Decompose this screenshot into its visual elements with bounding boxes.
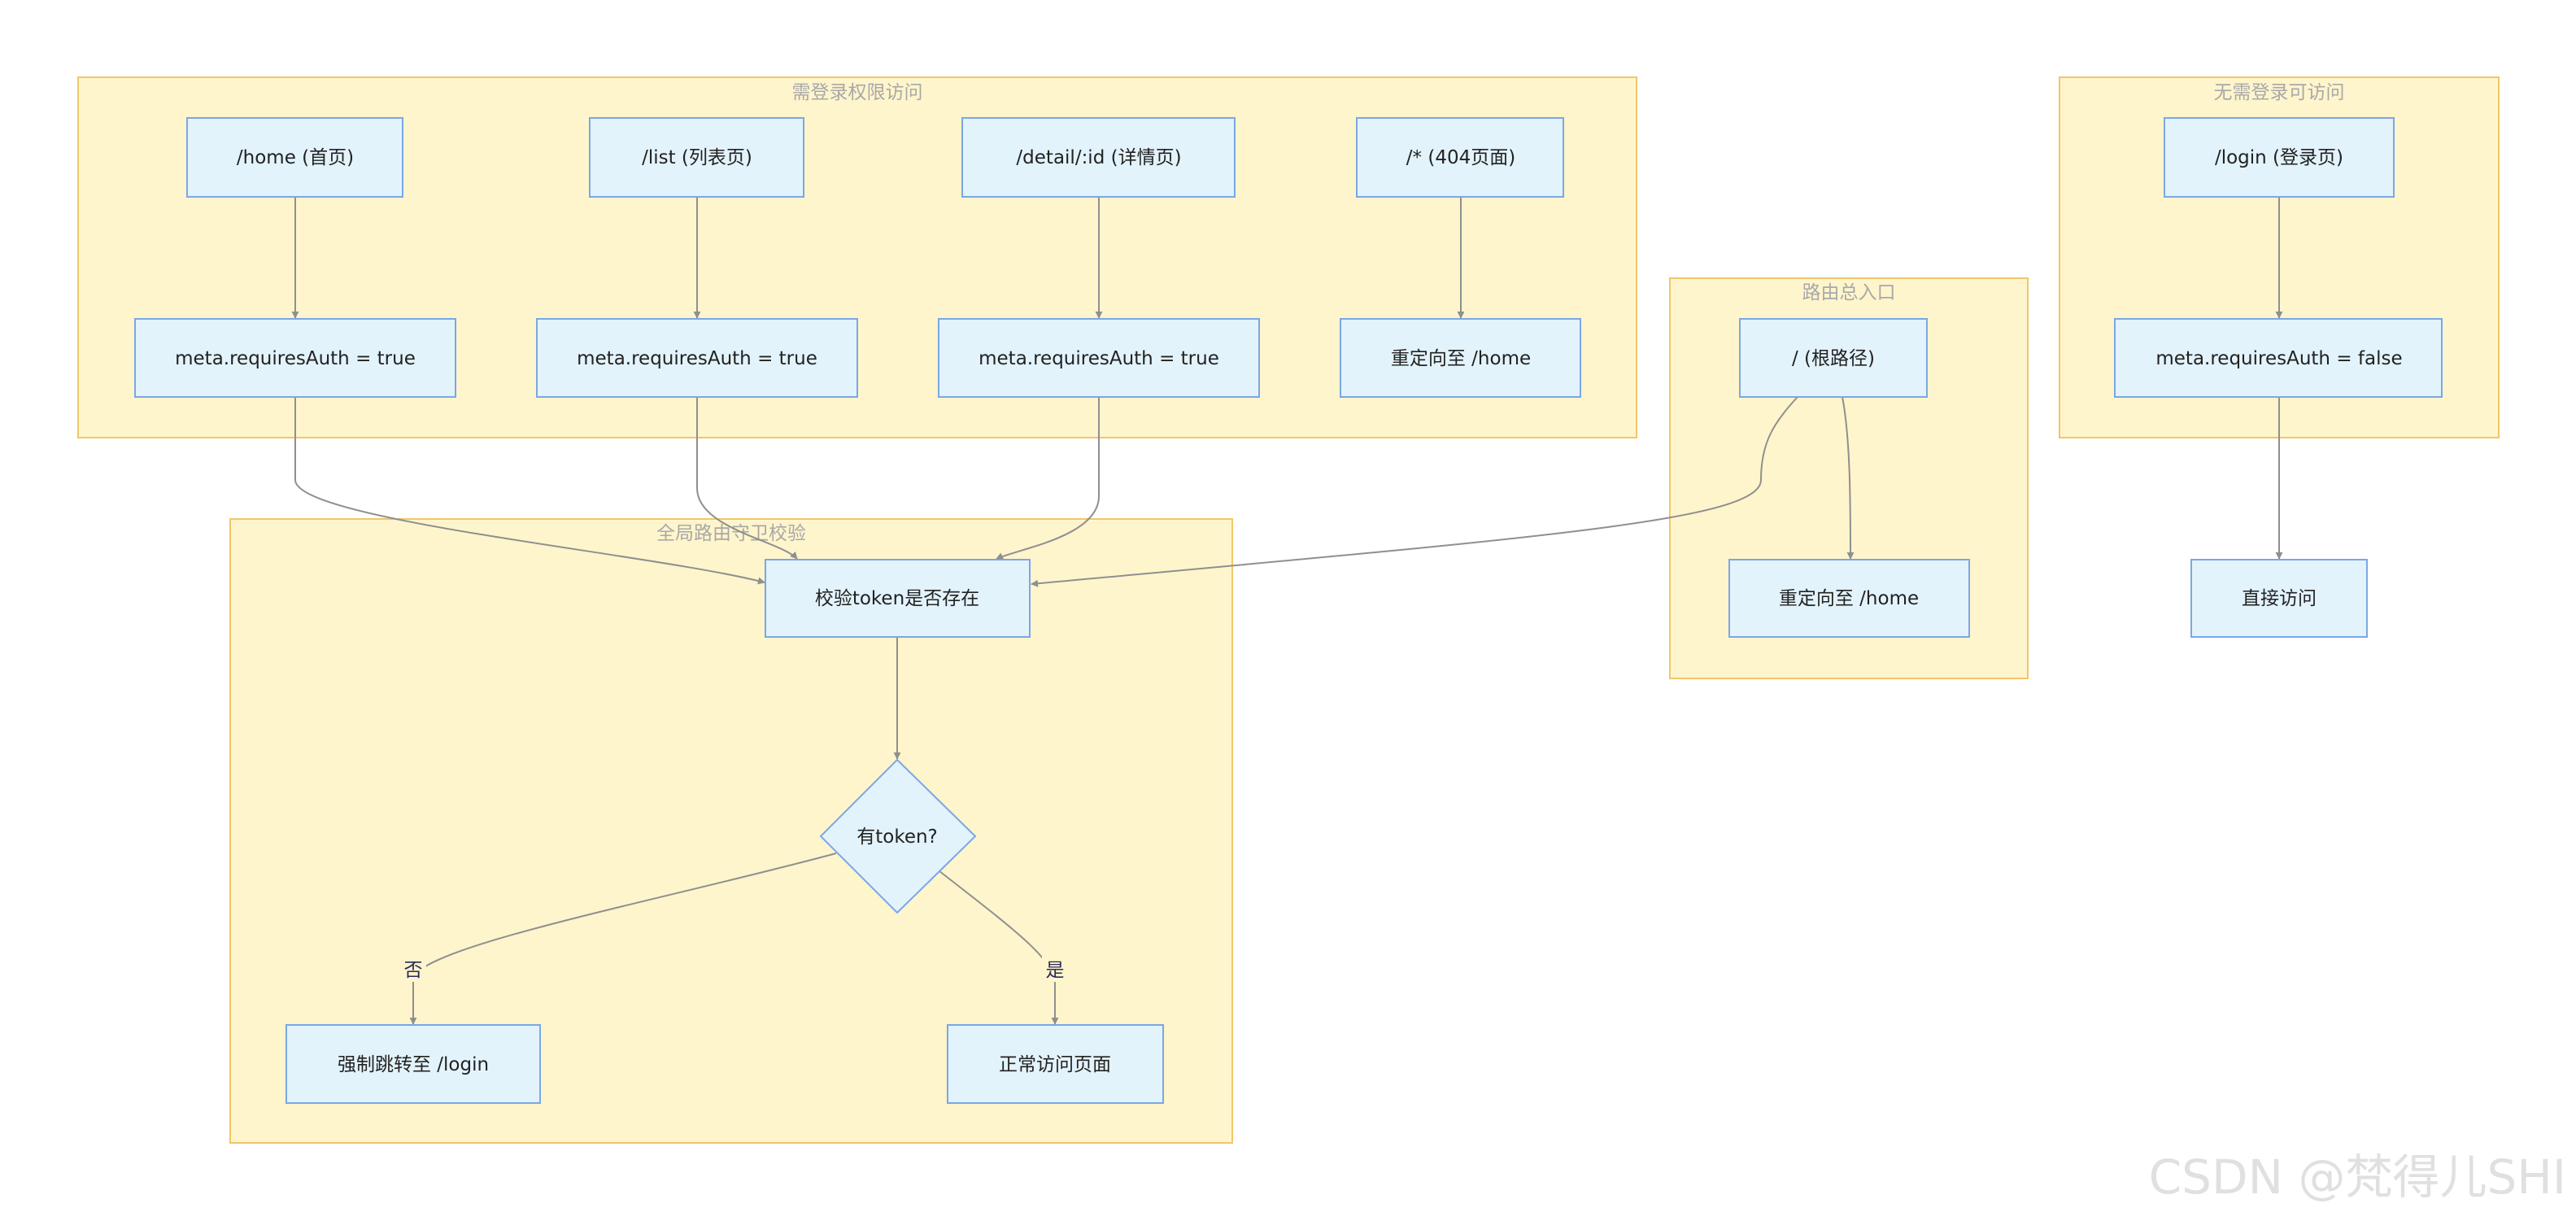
node-normal-access[interactable]: 正常访问页面 xyxy=(947,1024,1164,1104)
node-home[interactable]: /home (首页) xyxy=(186,117,403,198)
node-has-token-decision[interactable]: 有token? xyxy=(819,758,977,914)
cluster-entry-title: 路由总入口 xyxy=(1802,282,1896,303)
svg-text:meta.requiresAuth = true: meta.requiresAuth = true xyxy=(175,348,416,369)
edge-list-meta-to-check xyxy=(696,397,798,560)
node-home-meta[interactable]: meta.requiresAuth = true xyxy=(134,318,456,398)
node-detail[interactable]: /detail/:id (详情页) xyxy=(961,117,1236,198)
svg-text:meta.requiresAuth = false: meta.requiresAuth = false xyxy=(2155,348,2402,369)
node-check-token[interactable]: 校验token是否存在 xyxy=(765,559,1031,638)
node-force-login[interactable]: 强制跳转至 /login xyxy=(285,1024,541,1104)
node-notfound-redirect[interactable]: 重定向至 /home xyxy=(1340,318,1581,398)
svg-text:是: 是 xyxy=(1046,960,1065,981)
edges xyxy=(291,198,2283,1025)
edge-root-to-redirect xyxy=(1842,396,1855,560)
edge-home-meta-to-check xyxy=(294,397,765,585)
cluster-guard-title: 全局路由守卫校验 xyxy=(656,523,806,544)
svg-text:/ (根路径): / (根路径) xyxy=(1792,348,1875,369)
svg-text:/home (首页): /home (首页) xyxy=(237,147,354,168)
svg-text:/list (列表页): /list (列表页) xyxy=(642,147,752,168)
node-login[interactable]: /login (登录页) xyxy=(2164,117,2395,198)
svg-text:直接访问: 直接访问 xyxy=(2242,588,2317,609)
svg-text:meta.requiresAuth = true: meta.requiresAuth = true xyxy=(577,348,817,369)
edge-detail-meta-to-check xyxy=(996,397,1100,560)
watermark-text: CSDN @梵得儿SHI xyxy=(2149,1149,2566,1205)
node-direct-access[interactable]: 直接访问 xyxy=(2190,559,2368,638)
cluster-public-title: 无需登录可访问 xyxy=(2214,82,2345,103)
svg-text:有token?: 有token? xyxy=(856,826,938,848)
node-list[interactable]: /list (列表页) xyxy=(589,117,804,198)
svg-text:校验token是否存在: 校验token是否存在 xyxy=(815,588,979,609)
node-login-meta[interactable]: meta.requiresAuth = false xyxy=(2114,318,2443,398)
node-root[interactable]: / (根路径) xyxy=(1739,318,1928,398)
svg-text:否: 否 xyxy=(404,960,423,981)
edge-root-to-check-token xyxy=(1031,396,1798,587)
node-detail-meta[interactable]: meta.requiresAuth = true xyxy=(938,318,1260,398)
edge-label-no: 否 xyxy=(400,956,426,982)
svg-text:/detail/:id (详情页): /detail/:id (详情页) xyxy=(1016,147,1181,168)
svg-text:/* (404页面): /* (404页面) xyxy=(1406,147,1515,168)
node-notfound[interactable]: /* (404页面) xyxy=(1356,117,1564,198)
cluster-auth-title: 需登录权限访问 xyxy=(792,82,923,103)
svg-text:meta.requiresAuth = true: meta.requiresAuth = true xyxy=(979,348,1219,369)
svg-text:/login (登录页): /login (登录页) xyxy=(2215,147,2343,168)
svg-text:强制跳转至 /login: 强制跳转至 /login xyxy=(338,1054,489,1075)
svg-text:正常访问页面: 正常访问页面 xyxy=(999,1054,1111,1075)
node-root-redirect[interactable]: 重定向至 /home xyxy=(1728,559,1970,638)
edge-label-yes: 是 xyxy=(1042,956,1068,982)
svg-text:重定向至 /home: 重定向至 /home xyxy=(1391,348,1531,369)
node-list-meta[interactable]: meta.requiresAuth = true xyxy=(536,318,858,398)
svg-text:重定向至 /home: 重定向至 /home xyxy=(1779,588,1919,609)
